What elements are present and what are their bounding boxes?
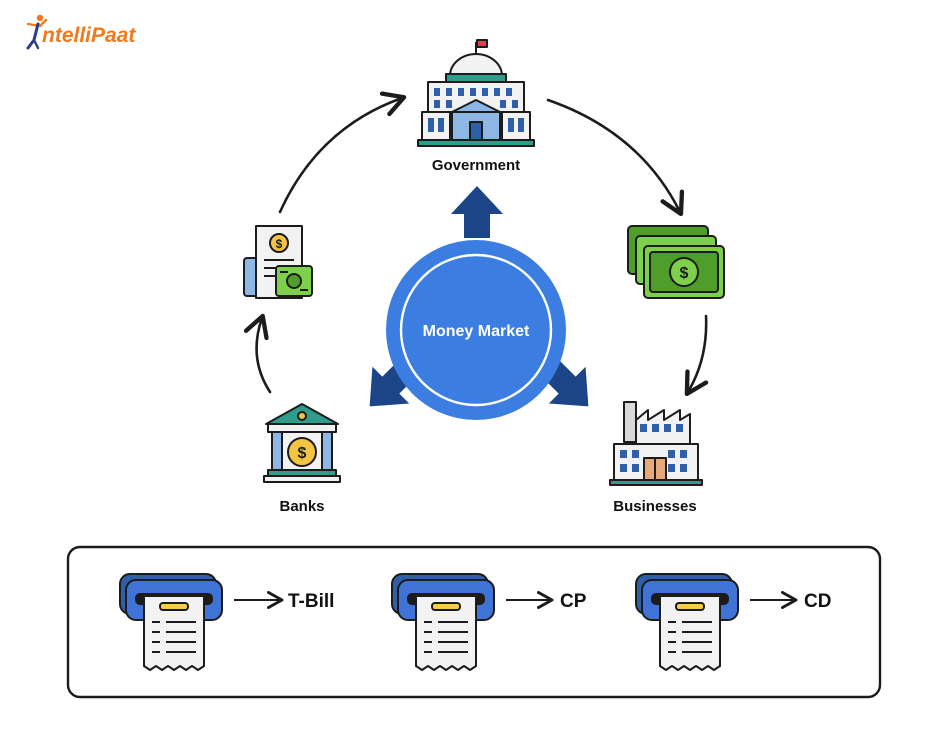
svg-text:$: $ (276, 237, 283, 251)
money-market-hub: Money Market (369, 186, 589, 420)
businesses-label: Businesses (613, 498, 696, 515)
factory-icon (609, 401, 703, 486)
instrument-label-cp: CP (560, 591, 587, 612)
arrow-banks-to-invoice (243, 313, 272, 394)
cash-bills-icon: $ (627, 225, 725, 299)
arrow-government-to-money (546, 98, 685, 217)
logo-figure-icon (26, 14, 48, 50)
banks-label: Banks (279, 498, 324, 515)
svg-text:$: $ (680, 265, 689, 282)
money-market-inner-ring (399, 253, 553, 407)
government-label: Government (432, 157, 520, 174)
logo-text: ntelliPaat (42, 24, 136, 47)
arrow-invoice-to-government (278, 91, 407, 214)
node-banks: $ Banks (263, 403, 341, 515)
government-building-icon (417, 39, 535, 147)
arrow-money-to-businesses (684, 314, 709, 397)
instrument-label-tbill: T-Bill (288, 591, 334, 612)
instrument-label-cd: CD (804, 591, 831, 612)
intellipaat-logo: ntelliPaat (26, 14, 136, 50)
node-businesses: Businesses (609, 401, 703, 515)
cycle-arrows (243, 91, 709, 397)
money-market-circle (386, 240, 566, 420)
node-money: $ (627, 225, 725, 299)
bank-icon: $ (263, 403, 341, 483)
instrument-cp: CP (391, 573, 587, 671)
node-invoice: $ (243, 225, 313, 299)
svg-text:$: $ (298, 445, 307, 462)
invoice-cash-icon: $ (243, 225, 313, 299)
receipt-printer-icon (119, 573, 223, 671)
money-market-label: Money Market (423, 323, 530, 340)
receipt-printer-icon (391, 573, 495, 671)
node-government: Government (417, 39, 535, 174)
instruments-panel: T-Bill CP (66, 545, 882, 699)
instrument-cd: CD (635, 573, 831, 671)
arrow-up-to-government (451, 186, 503, 238)
instrument-tbill: T-Bill (119, 573, 334, 671)
receipt-printer-icon (635, 573, 739, 671)
